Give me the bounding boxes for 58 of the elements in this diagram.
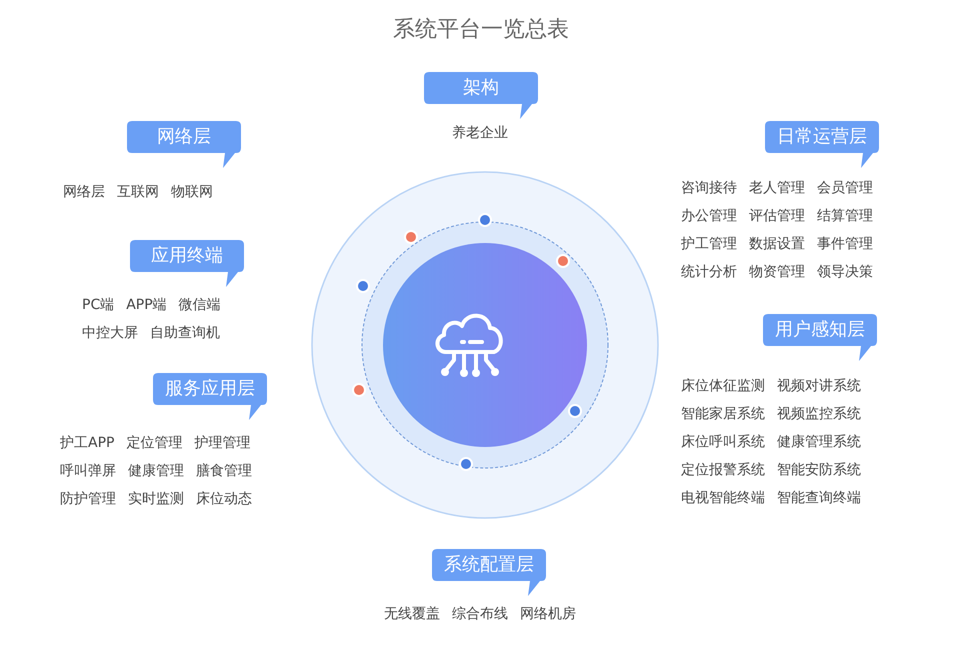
speech-bubble — [130, 240, 244, 288]
feature-label: 自助查询机 — [150, 324, 220, 343]
feature-label: 实时监测 — [128, 490, 184, 509]
feature-label: 物资管理 — [749, 263, 805, 282]
layer-title: 服务应用层 — [164, 377, 256, 401]
layer-title: 用户感知层 — [774, 318, 866, 342]
feature-label: 床位动态 — [196, 490, 252, 509]
layer-title: 系统配置层 — [443, 553, 535, 577]
feature-label: 网络机房 — [520, 605, 576, 624]
feature-label: 评估管理 — [749, 207, 805, 226]
feature-label: 智能家居系统 — [681, 405, 765, 424]
speech-bubble — [763, 314, 877, 362]
feature-label: 综合布线 — [452, 605, 508, 624]
feature-label: 互联网 — [117, 183, 159, 202]
feature-label: 结算管理 — [817, 207, 873, 226]
feature-label: 防护管理 — [60, 490, 116, 509]
speech-bubble — [153, 373, 267, 421]
feature-label: 定位报警系统 — [681, 461, 765, 480]
feature-label: 护工管理 — [681, 235, 737, 254]
feature-label: 护理管理 — [194, 434, 250, 453]
diagram-title: 系统平台一览总表 — [392, 16, 570, 44]
feature-label: 健康管理系统 — [777, 433, 861, 452]
feature-label: 咨询接待 — [681, 179, 737, 198]
feature-label: 视频监控系统 — [777, 405, 861, 424]
layer-title: 网络层 — [156, 125, 212, 149]
speech-bubble — [424, 72, 538, 120]
feature-label: 定位管理 — [126, 434, 182, 453]
layer-title: 应用终端 — [150, 244, 224, 268]
feature-label: 数据设置 — [749, 235, 805, 254]
feature-label: 智能查询终端 — [777, 489, 861, 508]
feature-label: 物联网 — [171, 183, 213, 202]
speech-bubble — [127, 121, 241, 169]
feature-label: 健康管理 — [128, 462, 184, 481]
feature-label: 统计分析 — [681, 263, 737, 282]
feature-label: 老人管理 — [749, 179, 805, 198]
feature-label: 领导决策 — [817, 263, 873, 282]
feature-label: 床位体征监测 — [681, 377, 765, 396]
feature-label: 中控大屏 — [82, 324, 138, 343]
feature-label: 网络层 — [63, 183, 105, 202]
feature-label: 无线覆盖 — [384, 605, 440, 624]
speech-bubble — [432, 549, 546, 597]
feature-label: 办公管理 — [681, 207, 737, 226]
feature-label: 膳食管理 — [196, 462, 252, 481]
feature-label: 呼叫弹屏 — [60, 462, 116, 481]
feature-label: 微信端 — [178, 296, 221, 315]
feature-label: 事件管理 — [817, 235, 873, 254]
feature-label: APP端 — [126, 296, 167, 315]
feature-label: 养老企业 — [452, 124, 508, 143]
feature-label: 视频对讲系统 — [777, 377, 861, 396]
feature-label: 护工APP — [60, 434, 114, 453]
feature-label: 会员管理 — [817, 179, 873, 198]
feature-label: 床位呼叫系统 — [681, 433, 765, 452]
speech-bubble — [765, 121, 879, 169]
layer-title: 日常运营层 — [776, 125, 868, 149]
feature-label: 智能安防系统 — [777, 461, 861, 480]
layer-title: 架构 — [462, 76, 500, 100]
feature-label: 电视智能终端 — [681, 489, 765, 508]
feature-label: PC端 — [82, 296, 114, 315]
